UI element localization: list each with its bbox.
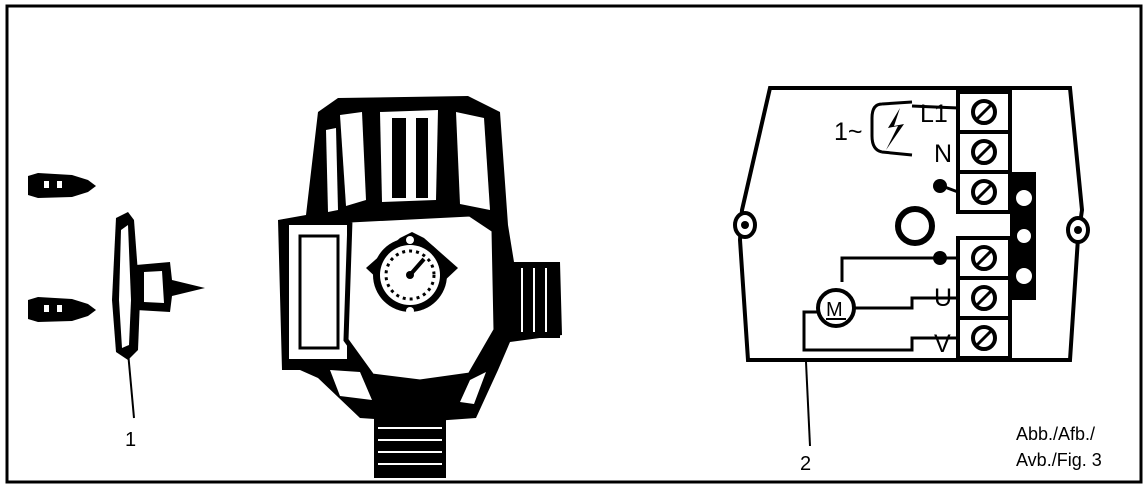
terminal-l1-label: L1 [920,100,948,128]
motor-symbol-icon: M [816,288,856,328]
figure-caption-line-2: Avb./Fig. 3 [1016,450,1102,470]
item-1-label: 1 [125,429,136,451]
terminal-n-label: N [934,140,952,168]
lightning-bolt-icon [886,108,904,150]
pressure-control-unit [278,96,562,478]
terminal-clamps [1010,172,1036,300]
terminal-u-label: U [934,284,952,312]
phase-label: 1~ [834,118,863,146]
item-2-label: 2 [800,453,811,475]
figure-frame [5,4,1143,484]
outlet-fitting [512,262,560,338]
screw-top [28,173,96,198]
motor-label: M [826,299,843,321]
bracket [112,212,205,419]
pressure-gauge [366,232,458,315]
cable-gland [895,206,935,246]
figure-caption-line-1: Abb./Afb./ [1016,424,1095,444]
terminal-box: M 1~ L1 N U V 2 [733,86,1090,475]
screws-and-bracket: 1 [28,173,205,451]
terminal-v-label: V [934,330,951,358]
screw-bottom [28,297,96,322]
screw-terminal-icon [971,99,997,351]
